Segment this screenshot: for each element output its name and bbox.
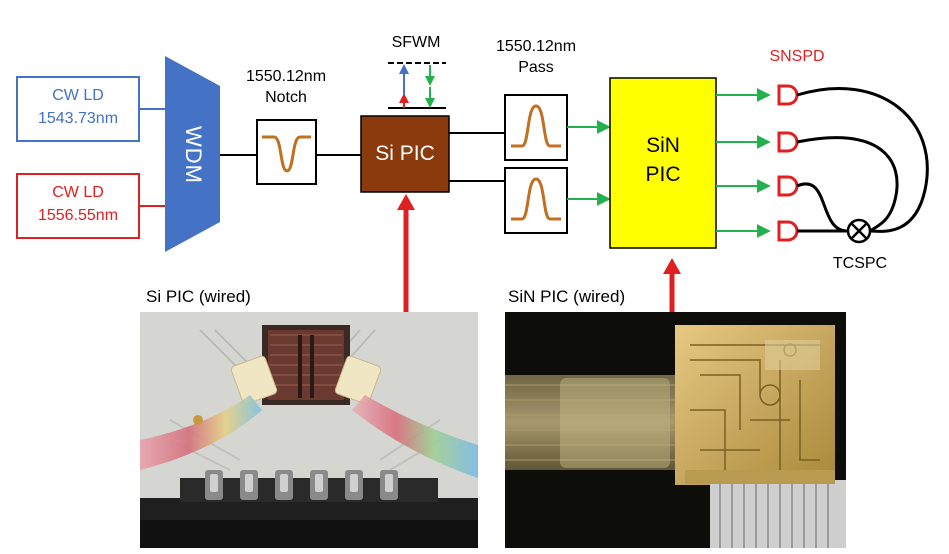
sin-pic-photo-caption: SiN PIC (wired): [508, 287, 626, 306]
cw-laser-1543-box: [16, 76, 140, 142]
tcspc-label: TCSPC: [832, 255, 888, 272]
pass-type: Pass: [518, 59, 554, 76]
si-pic-photo: [140, 312, 478, 548]
notch-wavelength: 1550.12nm: [245, 68, 327, 85]
snspd-detector-3: [777, 175, 799, 197]
wdm-block: [165, 56, 220, 252]
sin-pic-block: [609, 77, 717, 249]
cw-laser-1543-label: CW LD 1543.73nm: [17, 84, 139, 130]
notch-type: Notch: [265, 89, 307, 106]
pass-filter-label: 1550.12nm Pass: [476, 36, 596, 78]
cw-laser-1556-line2: 1556.55nm: [37, 207, 119, 224]
notch-filter-curve: [262, 135, 311, 173]
si-photo-link-arrow-head: [397, 194, 415, 210]
wire-det1-to-tcspc: [796, 86, 929, 233]
sin-pic-line1: SiN: [646, 134, 680, 157]
sin-pic-photo: [505, 312, 846, 548]
sin-photo-link-arrow-head: [663, 258, 681, 274]
sin-pic-label: SiN PIC: [610, 131, 716, 189]
tcspc-cross-b: [850, 222, 868, 240]
cw-laser-1543-line2: 1543.73nm: [37, 110, 119, 127]
wire-det2-to-tcspc: [796, 136, 899, 233]
snspd-label: SNSPD: [769, 48, 825, 65]
si-pic-label: Si PIC: [375, 142, 435, 165]
sin-pic-line2: PIC: [645, 163, 681, 186]
sfwm-label: SFWM: [391, 34, 441, 51]
si-pic-photo-caption: Si PIC (wired): [146, 287, 251, 306]
pass-filter-bottom-curve: [511, 177, 561, 221]
wdm-label: WDM: [181, 126, 206, 184]
cw-laser-1556-label: CW LD 1556.55nm: [17, 181, 139, 227]
cw-laser-1556-line1: CW LD: [52, 184, 104, 201]
snspd-detector-4: [777, 220, 799, 242]
pass-wavelength: 1550.12nm: [495, 38, 577, 55]
snspd-detector-2: [777, 131, 799, 153]
pass-filter-top-curve: [511, 104, 561, 148]
snspd-detector-1: [777, 84, 799, 106]
cw-laser-1543-line1: CW LD: [52, 87, 104, 104]
cw-laser-1556-box: [16, 173, 140, 239]
notch-filter-box: [256, 119, 317, 185]
wire-det3-to-tcspc: [796, 182, 849, 233]
notch-filter-label: 1550.12nm Notch: [226, 66, 346, 108]
si-pic-block: [360, 115, 450, 193]
pass-filter-bottom-box: [504, 167, 568, 234]
